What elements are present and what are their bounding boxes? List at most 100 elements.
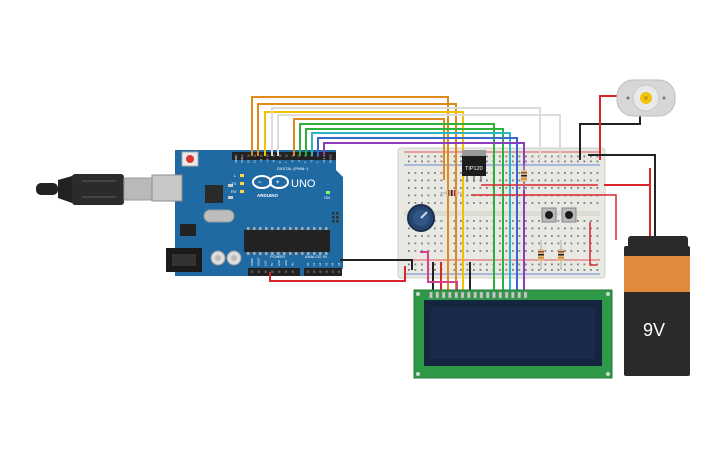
digital-pin-label: AREF	[234, 156, 238, 163]
transistor-label: TIP120	[465, 166, 483, 172]
digital-pin[interactable]	[329, 154, 332, 157]
lcd-pin[interactable]	[492, 291, 496, 299]
wire-orange-3[interactable]	[293, 118, 445, 180]
arduino-logo: − + ARDUINO	[252, 175, 289, 198]
resistor-button-1[interactable]	[538, 240, 544, 270]
wire-pink[interactable]	[420, 251, 458, 300]
usb-cable[interactable]	[36, 174, 157, 205]
wire-gnd-black[interactable]	[340, 259, 413, 270]
lcd-pin-header	[429, 291, 528, 299]
power-pin[interactable]	[271, 270, 274, 273]
power-pin[interactable]	[257, 270, 260, 273]
power-pin-label: 3.3V	[263, 260, 267, 266]
power-pin-label: 5V	[270, 263, 274, 266]
analog-pin[interactable]	[331, 270, 334, 273]
digital-pin-label: 13	[246, 160, 250, 163]
wire-battery-red[interactable]	[604, 168, 651, 240]
wire-blue[interactable]	[317, 137, 518, 300]
analog-pin[interactable]	[306, 270, 310, 273]
digital-pin-label: 4	[303, 161, 307, 163]
lcd-pin[interactable]	[517, 291, 521, 299]
digital-pin[interactable]	[272, 154, 275, 157]
lcd-pin[interactable]	[460, 291, 465, 299]
transistor-tip120[interactable]: TIP120	[462, 150, 486, 182]
led-tx-label: TX	[231, 181, 236, 186]
analog-pin-label: A0	[306, 262, 310, 266]
power-pin[interactable]	[284, 270, 288, 273]
power-pin[interactable]	[278, 270, 281, 273]
lcd-pin[interactable]	[429, 291, 433, 299]
transistor-body	[462, 156, 486, 176]
digital-pin[interactable]	[247, 154, 250, 157]
wire-battery-red-2[interactable]	[471, 194, 617, 240]
digital-pin[interactable]	[278, 154, 282, 157]
wire-cyan[interactable]	[311, 132, 511, 300]
battery-label-band	[624, 256, 690, 292]
wire-motor-red[interactable]	[599, 95, 617, 160]
lcd-pin[interactable]	[479, 291, 484, 299]
atmega-chip	[244, 230, 330, 252]
analog-header-label: ANALOG IN	[305, 254, 327, 259]
wire-white-1[interactable]	[271, 107, 541, 160]
lcd-pin[interactable]	[435, 291, 439, 299]
digital-pin[interactable]	[253, 154, 257, 157]
analog-pin[interactable]	[313, 270, 316, 273]
digital-pin[interactable]	[266, 154, 269, 157]
potentiometer[interactable]	[407, 204, 435, 232]
digital-pin-label: TX 1	[322, 157, 326, 163]
resistor-button-2[interactable]	[558, 240, 564, 270]
logo-text: ARDUINO	[257, 193, 278, 198]
lcd-pin[interactable]	[448, 291, 452, 299]
digital-pin[interactable]	[241, 154, 244, 157]
signal-wires[interactable]	[251, 95, 656, 300]
wire-yellow[interactable]	[264, 111, 464, 300]
wire-battery-black[interactable]	[588, 154, 656, 240]
lcd-pin[interactable]	[441, 291, 446, 299]
lcd-pin[interactable]	[511, 291, 515, 299]
resistor-vertical[interactable]	[521, 165, 527, 190]
lcd-pin[interactable]	[473, 291, 477, 299]
lcd-pin[interactable]	[454, 291, 458, 299]
power-pin[interactable]	[250, 270, 254, 273]
lcd-pin[interactable]	[523, 291, 528, 299]
lcd-pin[interactable]	[498, 291, 502, 299]
digital-pin-label: 7	[284, 161, 288, 163]
led-tx	[240, 182, 244, 185]
wire-motor-black[interactable]	[579, 112, 641, 160]
digital-pin[interactable]	[234, 154, 238, 157]
analog-pin[interactable]	[325, 270, 328, 273]
lcd-pin[interactable]	[467, 291, 471, 299]
wire-green-2[interactable]	[305, 128, 504, 300]
resistor-base[interactable]	[440, 190, 462, 196]
analog-pin[interactable]	[319, 270, 322, 273]
led-on-label: ON	[324, 195, 330, 200]
battery-9v[interactable]: 9V	[624, 236, 690, 376]
svg-text:+: +	[276, 180, 280, 186]
digital-pin[interactable]	[285, 154, 288, 157]
battery-terminals	[628, 236, 688, 248]
power-pin[interactable]	[264, 270, 267, 273]
wire-green[interactable]	[299, 123, 495, 300]
digital-pin-label: GND	[240, 157, 244, 163]
wire-bottom-red[interactable]	[589, 222, 597, 266]
wire-5v-red[interactable]	[269, 266, 406, 282]
usb-strain-relief	[58, 176, 72, 203]
wire-orange-2[interactable]	[257, 103, 457, 300]
wire-white-2[interactable]	[277, 114, 561, 160]
analog-pin[interactable]	[337, 270, 341, 273]
dc-motor[interactable]	[616, 79, 676, 117]
push-button-1[interactable]	[541, 207, 557, 223]
wire-orange[interactable]	[251, 96, 449, 300]
digital-pin[interactable]	[260, 154, 263, 157]
icsp-header	[332, 212, 339, 223]
push-button-2[interactable]	[561, 207, 577, 223]
power-header-label: POWER	[270, 254, 285, 259]
lcd-pin[interactable]	[486, 291, 490, 299]
wire-purple[interactable]	[323, 142, 525, 300]
power-pin[interactable]	[291, 270, 294, 273]
lcd-16x2[interactable]	[413, 289, 613, 379]
digital-pin[interactable]	[291, 154, 294, 157]
lcd-pin[interactable]	[504, 291, 509, 299]
